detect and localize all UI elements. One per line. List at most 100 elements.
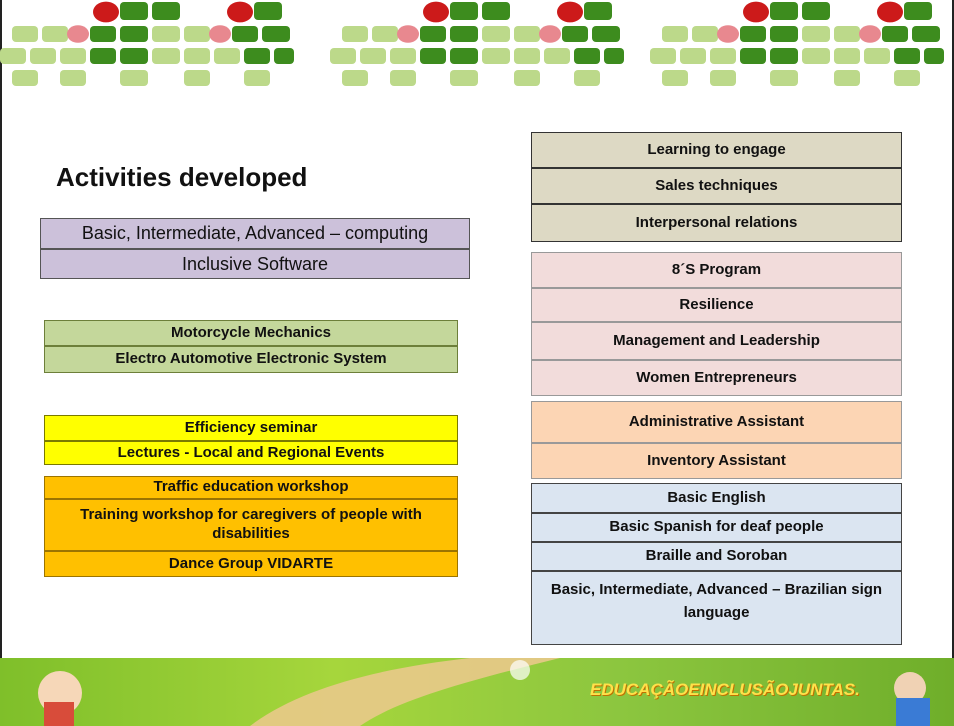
- decorative-block: [450, 2, 478, 20]
- footer-banner: EDUCAÇÃOEINCLUSÃOJUNTAS.: [0, 658, 954, 726]
- activity-basic-english: Basic English: [531, 483, 902, 513]
- decorative-block: [514, 48, 540, 64]
- decorative-block: [360, 48, 386, 64]
- decorative-block: [514, 26, 540, 42]
- decorative-block: [450, 70, 478, 86]
- slide-border-left: [0, 0, 2, 658]
- activity-sales-techniques: Sales techniques: [531, 168, 902, 204]
- decorative-dot: [557, 1, 583, 23]
- footer-illustration: [38, 658, 930, 726]
- decorative-block: [482, 26, 510, 42]
- decorative-block: [834, 70, 860, 86]
- decorative-block: [420, 26, 446, 42]
- decorative-block: [184, 48, 210, 64]
- decorative-block: [42, 26, 68, 42]
- decorative-block: [662, 70, 688, 86]
- decorative-block: [514, 70, 540, 86]
- activity-resilience: Resilience: [531, 288, 902, 322]
- decorative-block: [120, 48, 148, 64]
- decorative-blocks-pattern: [0, 1, 944, 86]
- decorative-block: [372, 26, 398, 42]
- decorative-block: [184, 26, 210, 42]
- decorative-block: [90, 26, 116, 42]
- decorative-dot: [209, 25, 231, 43]
- decorative-block: [450, 48, 478, 64]
- decorative-block: [574, 70, 600, 86]
- wheelchair-icon: [510, 660, 530, 680]
- decorative-block: [770, 2, 798, 20]
- decorative-dot: [227, 1, 253, 23]
- decorative-block: [802, 2, 830, 20]
- decorative-block: [710, 70, 736, 86]
- decorative-block: [574, 48, 600, 64]
- decorative-block: [770, 26, 798, 42]
- decorative-dot: [67, 25, 89, 43]
- activity-motorcycle-mechanics: Motorcycle Mechanics: [44, 320, 458, 346]
- decorative-block: [482, 48, 510, 64]
- decorative-dot: [397, 25, 419, 43]
- decorative-block: [330, 48, 356, 64]
- decorative-block: [710, 48, 736, 64]
- decorative-block: [740, 48, 766, 64]
- caregiver-figure-icon: [894, 672, 926, 704]
- activity-women-entrepreneurs: Women Entrepreneurs: [531, 360, 902, 396]
- decorative-block: [244, 70, 270, 86]
- activity-traffic-education: Traffic education workshop: [44, 476, 458, 499]
- decorative-block: [864, 48, 890, 64]
- decorative-block: [152, 2, 180, 20]
- activity-braille-soroban: Braille and Soroban: [531, 542, 902, 571]
- decorative-block: [12, 26, 38, 42]
- decorative-block: [834, 26, 860, 42]
- activity-8s-program: 8´S Program: [531, 252, 902, 288]
- decorative-block: [894, 70, 920, 86]
- decorative-block: [262, 26, 290, 42]
- decorative-block: [834, 48, 860, 64]
- decorative-block: [770, 48, 798, 64]
- slide-title: Activities developed: [56, 162, 308, 192]
- decorative-block: [152, 48, 180, 64]
- decorative-block: [592, 26, 620, 42]
- activity-management-leadership: Management and Leadership: [531, 322, 902, 360]
- decorative-block: [60, 48, 86, 64]
- decorative-block: [390, 70, 416, 86]
- activity-inclusive-software: Inclusive Software: [40, 249, 470, 279]
- activity-basic-spanish: Basic Spanish for deaf people: [531, 513, 902, 542]
- decorative-block: [662, 26, 688, 42]
- slide-border-right: [952, 0, 954, 658]
- decorative-block: [60, 70, 86, 86]
- decorative-block: [184, 70, 210, 86]
- decorative-block: [254, 2, 282, 20]
- decorative-block: [740, 26, 766, 42]
- decorative-block: [924, 48, 944, 64]
- decorative-dot: [717, 25, 739, 43]
- activity-administrative-assistant: Administrative Assistant: [531, 401, 902, 443]
- decorative-block: [214, 48, 240, 64]
- decorative-block: [0, 48, 26, 64]
- decorative-block: [450, 26, 478, 42]
- decorative-dot: [93, 1, 119, 23]
- decorative-block: [604, 48, 624, 64]
- decorative-block: [120, 26, 148, 42]
- activity-efficiency-seminar: Efficiency seminar: [44, 415, 458, 441]
- decorative-block: [770, 70, 798, 86]
- activity-lectures: Lectures - Local and Regional Events: [44, 441, 458, 465]
- decorative-block: [894, 48, 920, 64]
- activity-brazilian-sign-language: Basic, Intermediate, Advanced – Brazilia…: [531, 571, 902, 645]
- decorative-dot: [877, 1, 903, 23]
- decorative-block: [482, 2, 510, 20]
- decorative-block: [912, 26, 940, 42]
- decorative-block: [274, 48, 294, 64]
- decorative-block: [12, 70, 38, 86]
- activity-learning-to-engage: Learning to engage: [531, 132, 902, 168]
- decorative-block: [120, 2, 148, 20]
- decorative-block: [232, 26, 258, 42]
- decorative-block: [802, 48, 830, 64]
- decorative-dot: [539, 25, 561, 43]
- decorative-block: [802, 26, 830, 42]
- decorative-block: [904, 2, 932, 20]
- decorative-block: [342, 26, 368, 42]
- decorative-block: [680, 48, 706, 64]
- decorative-block: [30, 48, 56, 64]
- decorative-block: [90, 48, 116, 64]
- decorative-block: [584, 2, 612, 20]
